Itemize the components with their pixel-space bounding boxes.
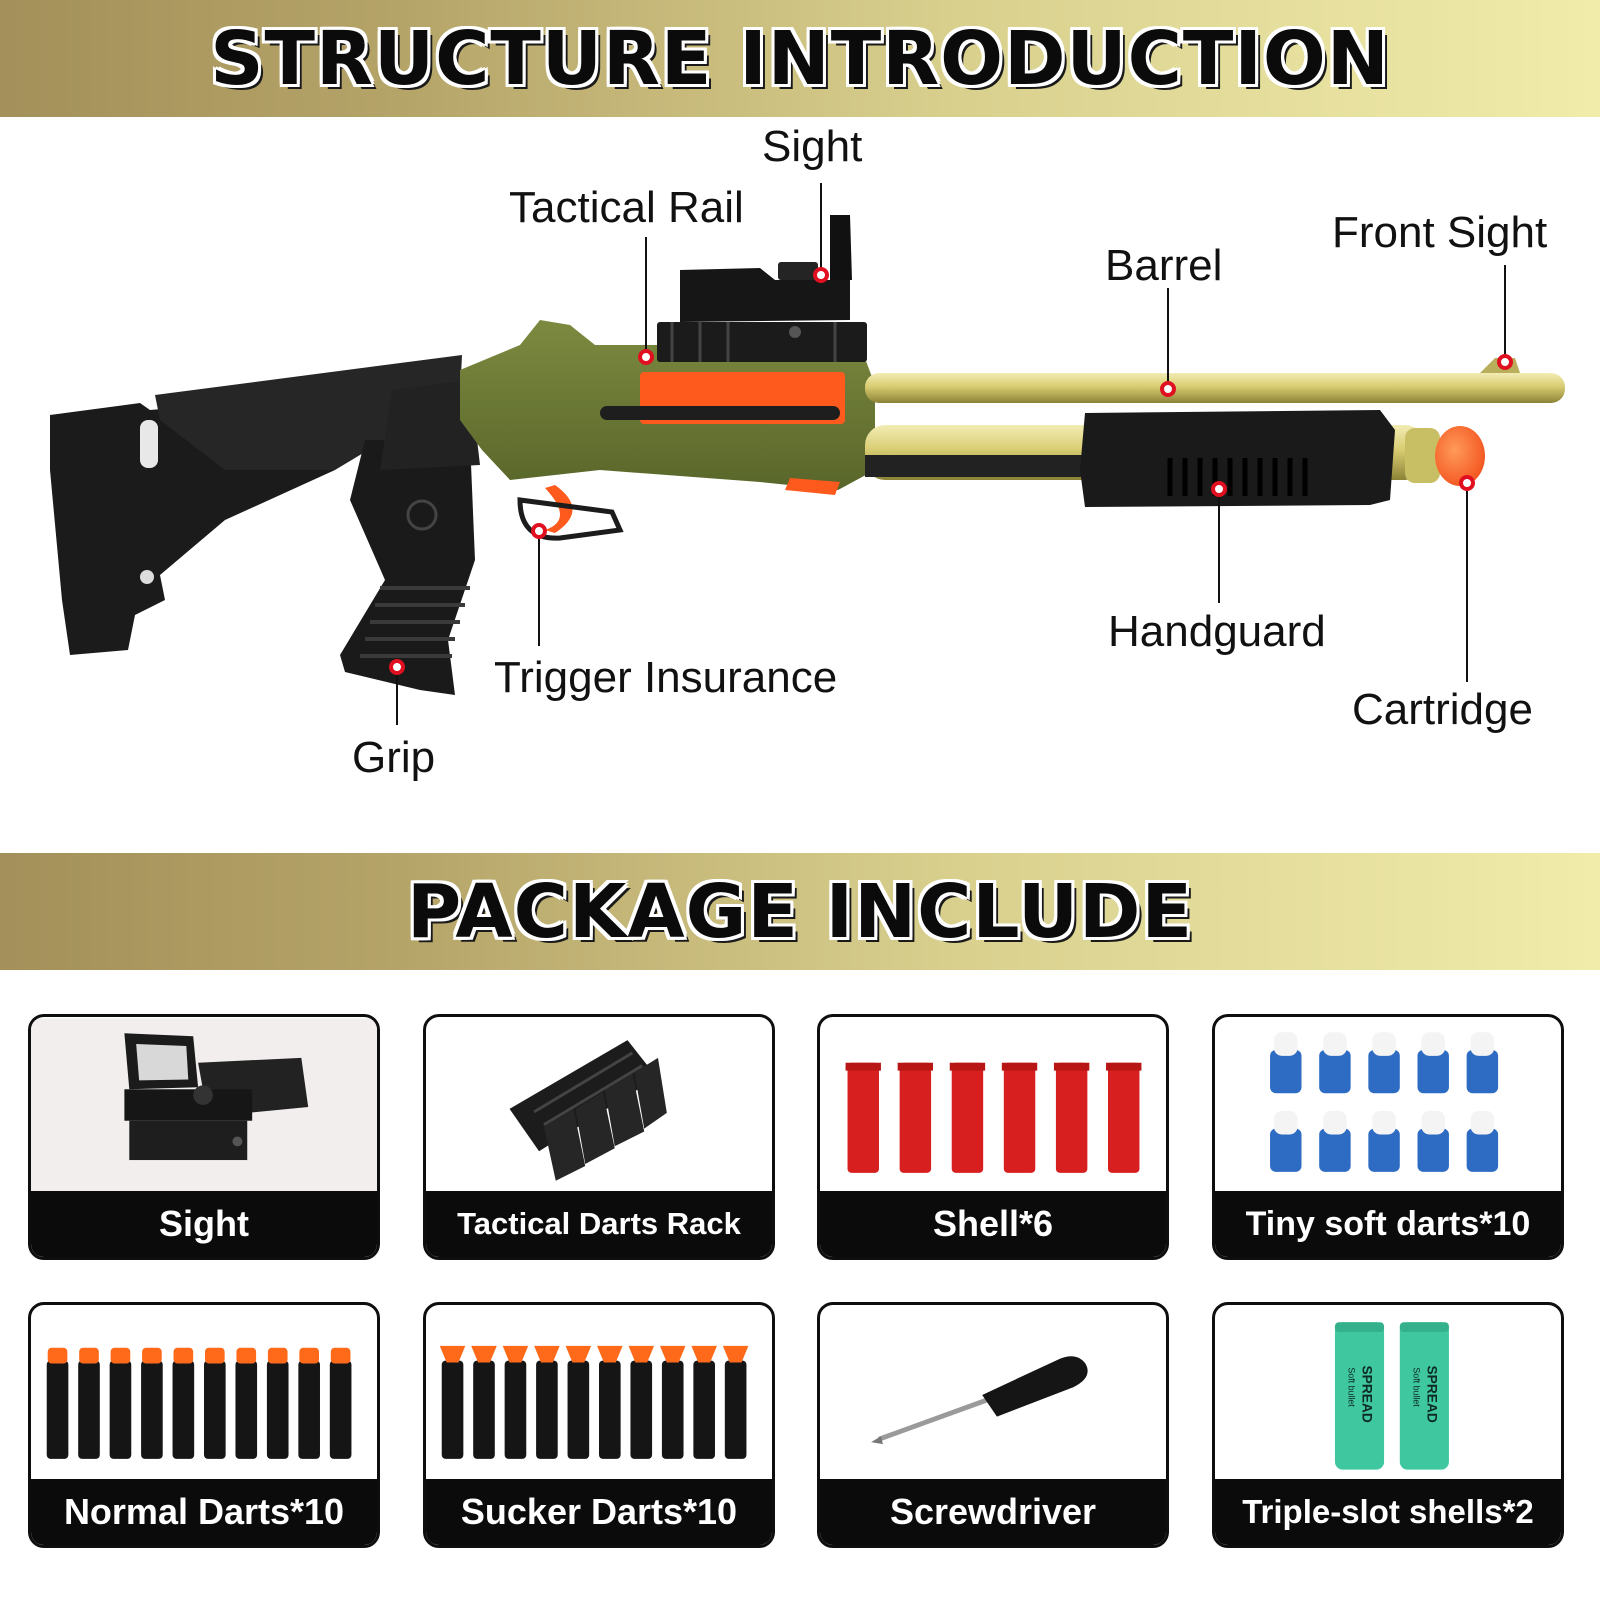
- sucker-darts-image: [439, 1345, 749, 1459]
- marker-handguard: [1211, 481, 1227, 497]
- package-item-tactical-darts-rack: Tactical Darts Rack: [423, 1014, 775, 1260]
- blaster-diagram: [50, 183, 1565, 725]
- callout-grip: Grip: [352, 733, 436, 782]
- callout-sight: Sight: [762, 122, 863, 171]
- shell-subtext: Soft bullet: [1412, 1367, 1422, 1407]
- screwdriver-image: [871, 1356, 1088, 1445]
- callout-trigger-insurance: Trigger Insurance: [494, 653, 838, 702]
- item-label: Sucker Darts*10: [426, 1479, 772, 1545]
- item-label: Tiny soft darts*10: [1215, 1191, 1561, 1257]
- package-item-sight: Sight: [28, 1014, 380, 1260]
- callout-cartridge: Cartridge: [1352, 685, 1533, 734]
- marker-sight: [813, 267, 829, 283]
- package-banner: PACKAGE INCLUDE: [0, 853, 1600, 970]
- tiny-darts-image: [1270, 1032, 1499, 1172]
- callout-handguard: Handguard: [1108, 607, 1326, 656]
- item-label: Sight: [31, 1191, 377, 1257]
- item-label: Triple-slot shells*2: [1215, 1479, 1561, 1545]
- package-title: PACKAGE INCLUDE: [406, 868, 1194, 955]
- shell-brand-text: SPREAD: [1359, 1365, 1374, 1422]
- item-label: Shell*6: [820, 1191, 1166, 1257]
- structure-banner: STRUCTURE INTRODUCTION: [0, 0, 1600, 117]
- structure-title: STRUCTURE INTRODUCTION: [210, 15, 1390, 102]
- leader-lines: [396, 183, 1506, 725]
- item-label: Normal Darts*10: [31, 1479, 377, 1545]
- marker-grip: [389, 659, 405, 675]
- shell-brand-text: SPREAD: [1424, 1365, 1439, 1422]
- package-item-shells: Shell*6: [817, 1014, 1169, 1260]
- triple-slot-shells-image: SPREAD SPREAD Soft bullet Soft bullet: [1334, 1322, 1449, 1470]
- shells-image: [845, 1062, 1142, 1173]
- callout-barrel: Barrel: [1105, 241, 1223, 290]
- sight-image: [31, 1018, 377, 1192]
- darts-rack-image: [509, 1040, 667, 1181]
- normal-darts-image: [46, 1347, 352, 1459]
- marker-tactical-rail: [638, 349, 654, 365]
- handguard: [1080, 410, 1395, 507]
- grip: [340, 380, 480, 695]
- package-item-normal-darts: Normal Darts*10: [28, 1302, 380, 1548]
- stock: [50, 355, 462, 655]
- item-label: Tactical Darts Rack: [426, 1191, 772, 1257]
- package-item-screwdriver: Screwdriver: [817, 1302, 1169, 1548]
- package-item-sucker-darts: Sucker Darts*10: [423, 1302, 775, 1548]
- callout-tactical-rail: Tactical Rail: [509, 183, 744, 232]
- item-label: Screwdriver: [820, 1479, 1166, 1545]
- marker-barrel: [1160, 381, 1176, 397]
- marker-front-sight: [1497, 354, 1513, 370]
- shell-subtext: Soft bullet: [1347, 1367, 1357, 1407]
- callout-front-sight: Front Sight: [1332, 208, 1548, 257]
- cartridge: [1405, 426, 1485, 486]
- sight: [680, 215, 852, 338]
- package-item-tiny-soft-darts: Tiny soft darts*10: [1212, 1014, 1564, 1260]
- receiver: [460, 320, 875, 541]
- marker-cartridge: [1459, 475, 1475, 491]
- tactical-rail: [657, 322, 867, 362]
- marker-trigger: [531, 523, 547, 539]
- package-item-triple-slot-shells: SPREAD SPREAD Soft bullet Soft bullet Tr…: [1212, 1302, 1564, 1548]
- part-markers: [389, 267, 1513, 675]
